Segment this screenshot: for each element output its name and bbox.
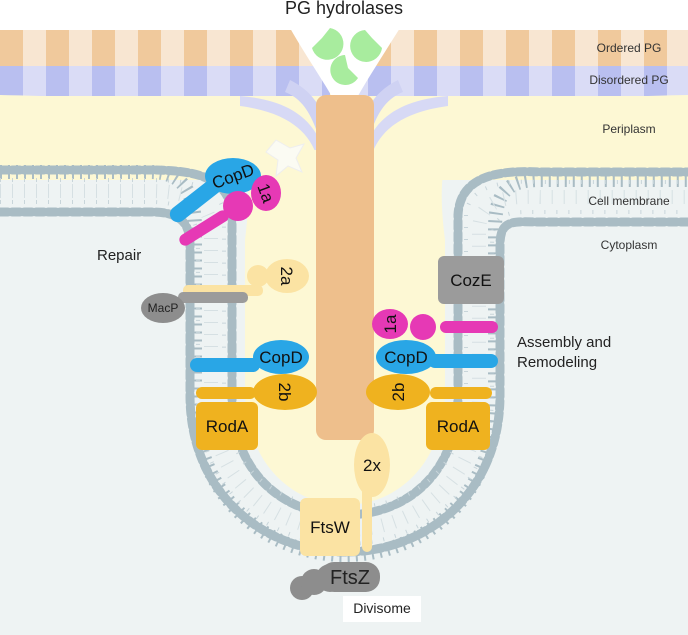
divisome-label: Divisome — [353, 600, 411, 616]
roda-left — [196, 402, 258, 450]
assembly-label-line2: Remodeling — [517, 354, 597, 371]
ordered-pg-label: Ordered PG — [597, 41, 662, 55]
pbp2x-label: 2x — [363, 456, 381, 475]
hydrolase-icon — [330, 55, 358, 85]
macp — [141, 293, 185, 323]
roda-right — [426, 402, 490, 450]
pbp2b-right — [366, 374, 430, 410]
hydrolase-icon — [350, 30, 382, 62]
left-proteins — [141, 158, 317, 450]
ftsz — [320, 562, 380, 592]
pbp2x — [354, 433, 390, 497]
assembly-label-line1: Assembly and — [517, 334, 611, 351]
periplasm-label: Periplasm — [602, 122, 655, 136]
damage-star-icon — [265, 139, 306, 178]
cell-membrane — [0, 165, 688, 563]
hydrolase-icon — [312, 28, 344, 60]
divisome-proteins — [290, 433, 421, 622]
roda-left-label: RodA — [206, 417, 249, 436]
right-proteins — [366, 256, 504, 450]
pg-hydrolase-icons — [312, 28, 382, 85]
coze-label: CozE — [450, 271, 492, 290]
copd-right — [376, 340, 436, 374]
pbp2a — [265, 259, 309, 293]
title-label: PG hydrolases — [285, 0, 403, 18]
coze — [438, 256, 504, 304]
cytoplasm-label: Cytoplasm — [601, 238, 658, 252]
copd-left-mid — [253, 340, 309, 374]
copd-right-label: CopD — [384, 348, 427, 367]
copd-left-top — [205, 158, 261, 194]
cell-membrane-label: Cell membrane — [588, 194, 670, 208]
ftsw-label: FtsW — [310, 518, 350, 537]
pbp2b-left-label: 2b — [275, 383, 294, 402]
septal-pg-stalk — [316, 95, 374, 440]
pg-layers — [0, 30, 688, 160]
pbp1a-left — [251, 175, 281, 211]
copd-left-mid-label: CopD — [259, 348, 302, 367]
pbp2b-right-label: 2b — [389, 383, 408, 402]
ftsz-label: FtsZ — [330, 567, 370, 589]
macp-label: MacP — [148, 301, 179, 315]
roda-right-label: RodA — [437, 417, 480, 436]
repair-label: Repair — [97, 247, 141, 264]
disordered-pg-label: Disordered PG — [589, 73, 668, 87]
pbp2a-label: 2a — [277, 267, 296, 286]
ftsw — [300, 498, 360, 556]
pbp2b-left — [253, 374, 317, 410]
pbp1a-right — [372, 309, 408, 339]
pbp1a-right-label: 1a — [381, 314, 400, 333]
